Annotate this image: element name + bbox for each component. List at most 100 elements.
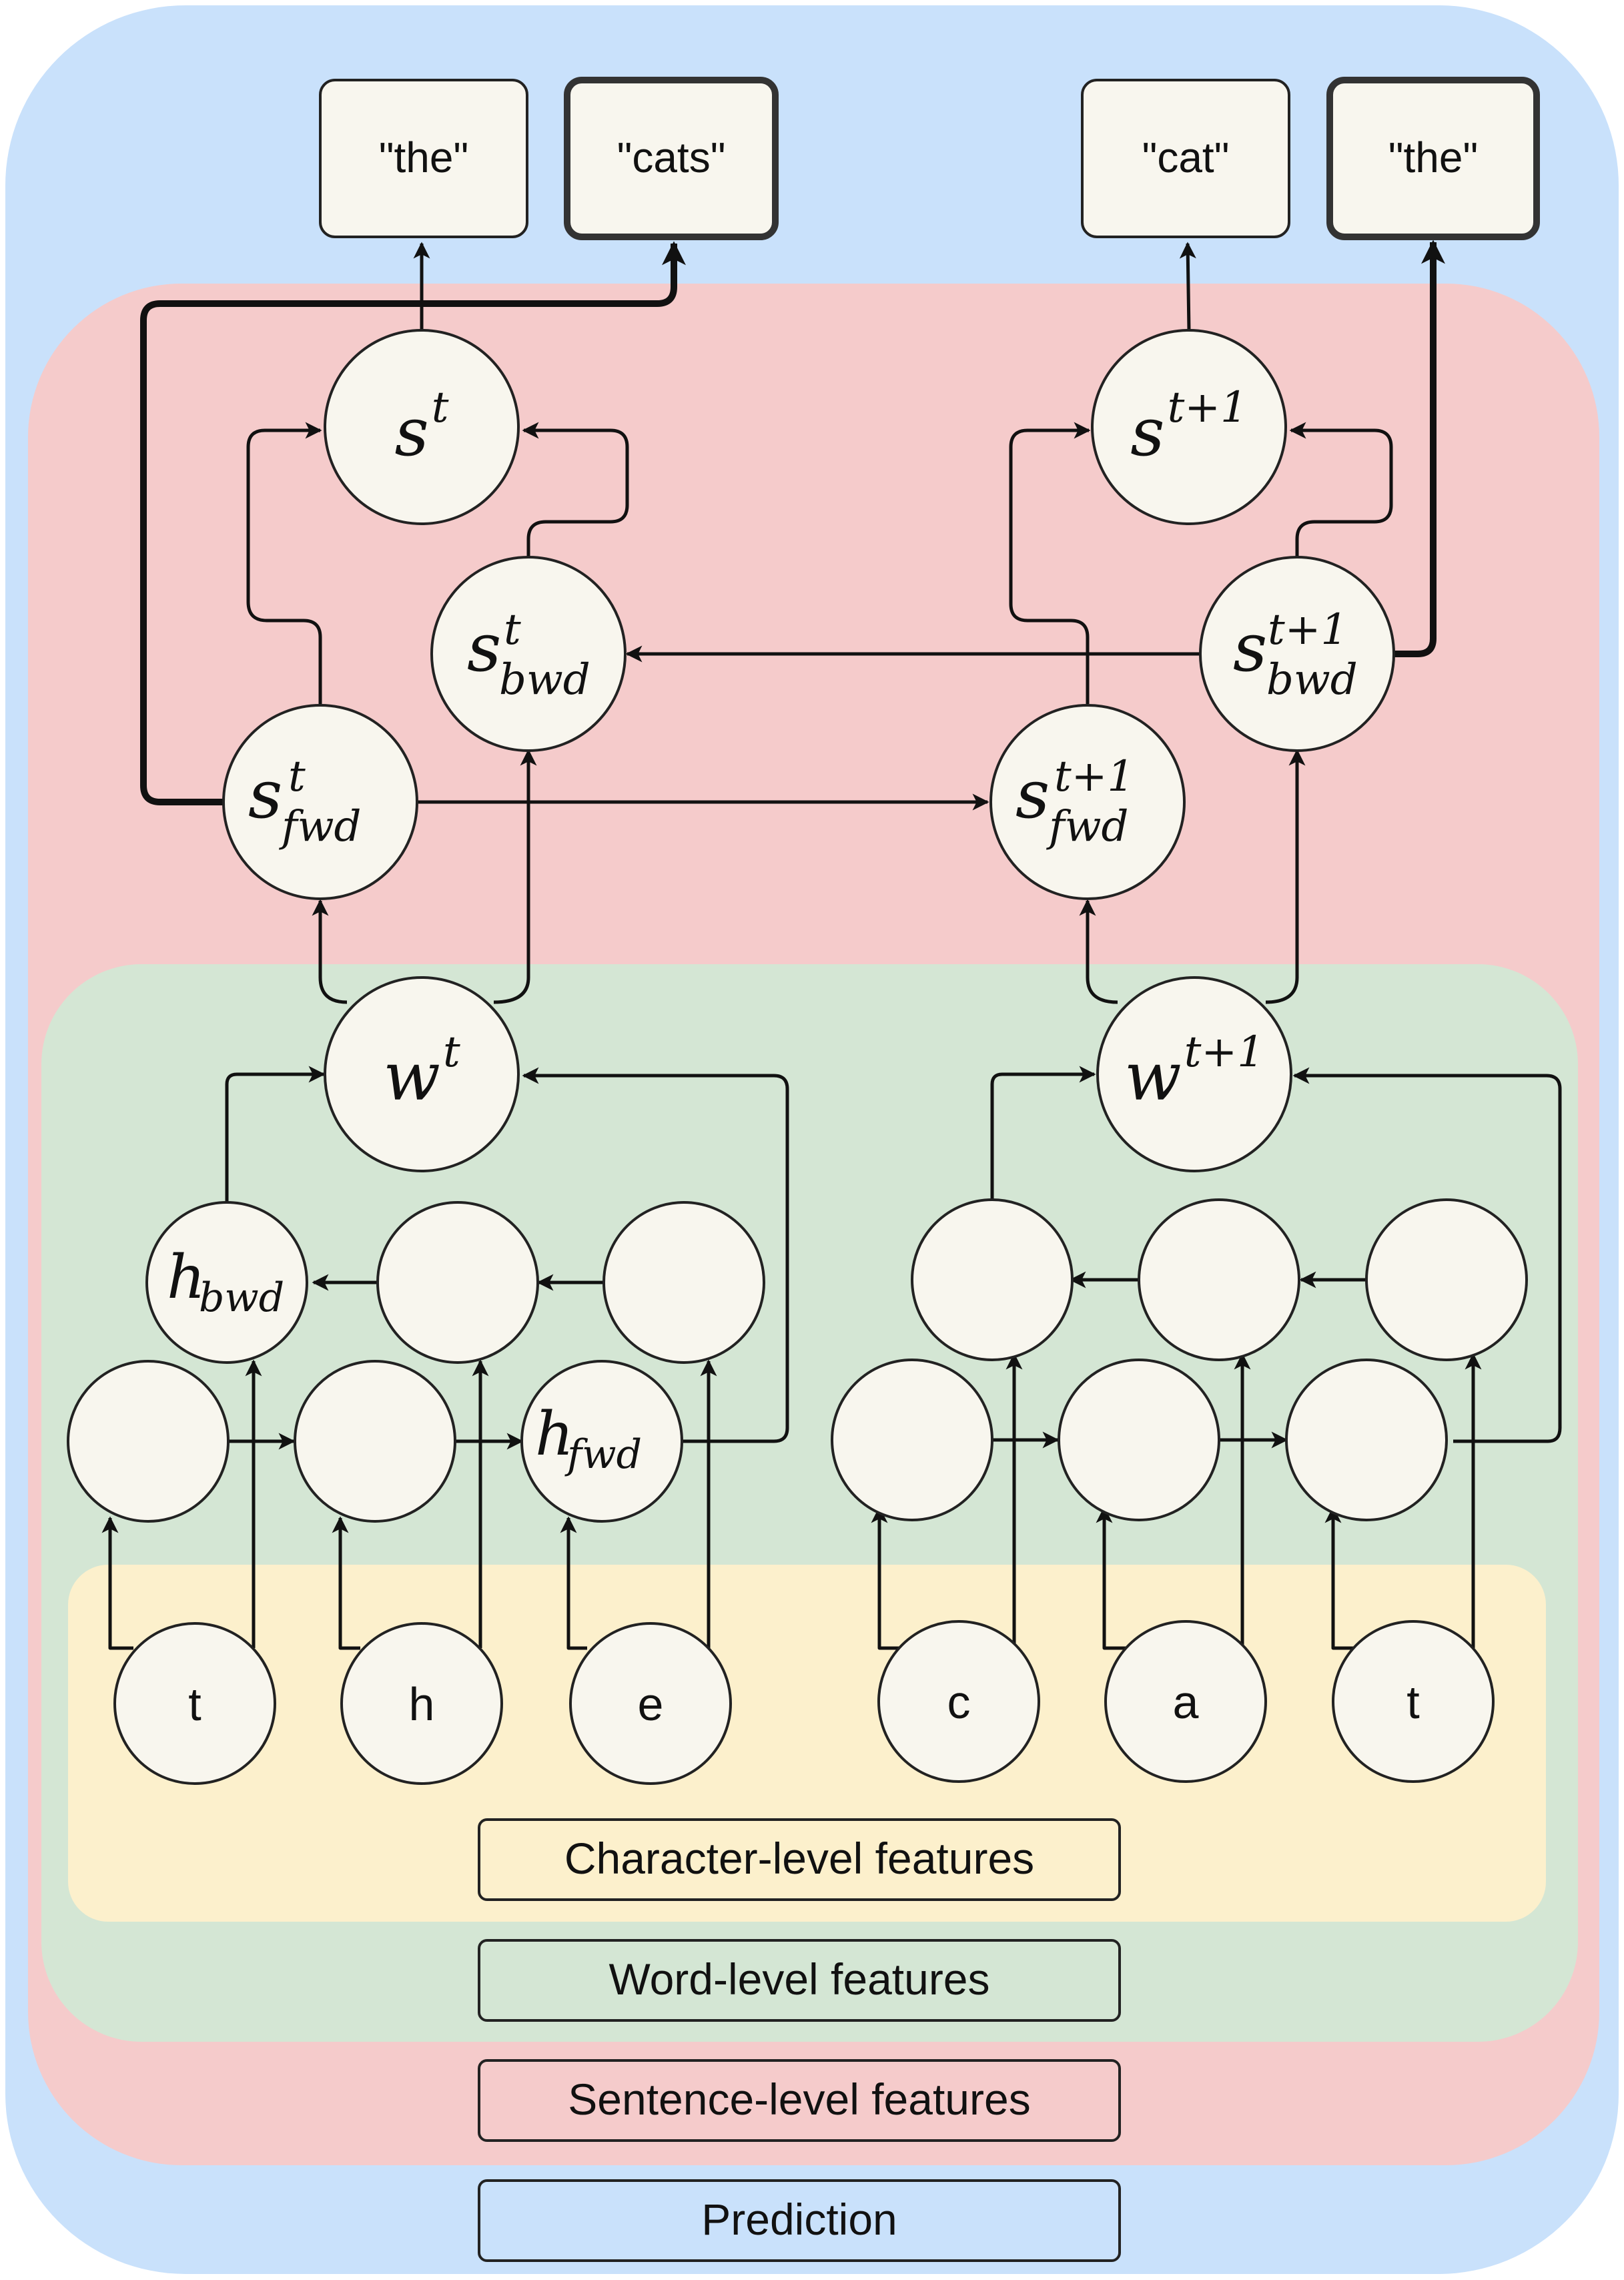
legend-word-label: Word-level features [608, 1954, 989, 2004]
node-s-t: st [324, 329, 520, 525]
node-sfwd-t1: s t+1 fwd [989, 704, 1186, 900]
node-sbwd-t-sup: t [504, 605, 521, 655]
char-input-4: c [877, 1620, 1040, 1783]
char-inputs: t h e c a t [113, 1620, 1495, 1785]
node-sfwd-t-base: s [248, 755, 282, 833]
output-2-label: "cats" [617, 133, 726, 181]
node-sfwd-t: s t fwd [222, 704, 418, 900]
node-sbwd-t-sub: bwd [499, 655, 590, 705]
hfwd-base: h [535, 1399, 574, 1469]
char-input-1-label: t [188, 1678, 201, 1730]
char-state-nodes: h bwd h fwd [67, 1198, 1528, 1523]
edge-sbwdt1-st1 [1289, 422, 1393, 557]
legend-character-label: Character-level features [564, 1834, 1034, 1883]
edge-st1-out3 [1179, 242, 1196, 331]
node-sbwd-t1-sub: bwd [1266, 655, 1358, 705]
hfwd-sub: fwd [564, 1431, 642, 1478]
output-box-4: "the" [1326, 77, 1540, 240]
char-fwd-state-2 [294, 1360, 456, 1523]
output-box-1: "the" [319, 79, 528, 238]
legend-prediction-label: Prediction [701, 2195, 897, 2244]
legend: Character-level features Word-level feat… [478, 1818, 1121, 2262]
node-sfwd-t-sup: t [288, 752, 306, 801]
node-w-t1-sup: t+1 [1184, 1028, 1264, 1077]
output-boxes: "the" "cats" "cat" "the" [319, 77, 1540, 240]
node-sfwd-t1-base: s [1016, 755, 1050, 833]
node-s-t1: st+1 [1091, 329, 1287, 525]
char-input-3-label: e [638, 1678, 664, 1730]
node-sbwd-t: s t bwd [430, 556, 627, 752]
output-box-2: "cats" [564, 77, 779, 240]
edge-wt-sfwdt [312, 899, 348, 1004]
char-input-2-label: h [409, 1678, 435, 1730]
edge-sbwdt-st [522, 422, 629, 557]
node-w-t1-base: w [1124, 1038, 1182, 1116]
edge-c3-fwd3 [560, 1516, 587, 1650]
edge-fwd6-wt1 [1292, 1067, 1562, 1443]
char-bwd-state-1: h bwd [145, 1201, 308, 1364]
node-sfwd-t1-sub: fwd [1046, 802, 1128, 851]
node-sbwd-t1-base: s [1233, 609, 1267, 687]
hbwd-sub: bwd [199, 1274, 284, 1321]
node-w-t-base: w [383, 1038, 440, 1116]
edge-wt1-sbwdt1 [1265, 749, 1306, 1004]
char-input-1: t [113, 1622, 276, 1785]
node-s-t1-sup: t+1 [1168, 383, 1248, 432]
char-input-2: h [340, 1622, 503, 1785]
edge-bwd4-wt1 [990, 1066, 1096, 1201]
edge-c2-fwd2 [332, 1516, 360, 1650]
svg-text:st: st [394, 383, 448, 471]
edge-sfwdt-st [246, 422, 322, 704]
char-input-3: e [569, 1622, 732, 1785]
node-sfwd-t1-sup: t+1 [1054, 752, 1134, 801]
char-bwd-state-6 [1365, 1198, 1528, 1361]
output-4-label: "the" [1388, 133, 1478, 181]
char-bwd-state-3 [602, 1201, 765, 1364]
char-fwd-state-1 [67, 1360, 230, 1523]
node-w-t: wt [324, 976, 520, 1172]
legend-sentence: Sentence-level features [478, 2059, 1121, 2142]
output-1-label: "the" [379, 133, 468, 181]
hbwd-base: h [167, 1242, 206, 1312]
output-3-label: "cat" [1142, 133, 1230, 181]
char-input-6-label: t [1406, 1676, 1419, 1728]
node-sbwd-t-base: s [467, 609, 501, 687]
node-s-t-sup: t [432, 383, 449, 432]
legend-sentence-label: Sentence-level features [568, 2074, 1030, 2124]
node-s-t1-base: s [1130, 393, 1164, 471]
char-input-4-label: c [947, 1676, 971, 1728]
char-bwd-state-2 [376, 1201, 539, 1364]
node-sbwd-t1: s t+1 bwd [1199, 556, 1395, 752]
edge-sbwdt1-out4 [1394, 240, 1445, 657]
edge-hfwd-wt [522, 1067, 789, 1443]
edge-wt-sbwdt [493, 749, 537, 1004]
char-fwd-state-4 [831, 1359, 993, 1521]
legend-prediction: Prediction [478, 2179, 1121, 2262]
edge-sfwdt-out2 [140, 241, 686, 805]
node-w-t1: wt+1 [1096, 976, 1292, 1172]
output-box-3: "cat" [1081, 79, 1290, 238]
char-input-5: a [1104, 1620, 1267, 1783]
node-w-t-sup: t [443, 1028, 460, 1077]
svg-text:wt+1: wt+1 [1124, 1028, 1264, 1116]
char-bwd-state-5 [1138, 1198, 1300, 1361]
char-fwd-state-3: h fwd [520, 1360, 683, 1523]
node-sbwd-t1-sup: t+1 [1268, 605, 1348, 655]
char-input-5-label: a [1173, 1676, 1199, 1728]
char-fwd-state-5 [1058, 1359, 1220, 1521]
svg-text:wt: wt [383, 1028, 460, 1116]
char-fwd-state-6 [1285, 1359, 1448, 1521]
legend-character: Character-level features [478, 1818, 1121, 1901]
svg-text:st+1: st+1 [1130, 383, 1247, 471]
char-bwd-state-4 [911, 1198, 1074, 1361]
edge-wt1-sfwdt1 [1079, 899, 1118, 1004]
edge-hbwd-wt [225, 1066, 326, 1204]
edge-sfwdt1-st1 [1009, 422, 1091, 704]
node-sfwd-t-sub: fwd [279, 802, 361, 851]
legend-word: Word-level features [478, 1939, 1121, 2022]
connectors [101, 240, 1562, 1650]
edge-c1-fwd1 [101, 1516, 133, 1650]
char-input-6: t [1332, 1620, 1495, 1783]
node-s-t-base: s [394, 393, 428, 471]
